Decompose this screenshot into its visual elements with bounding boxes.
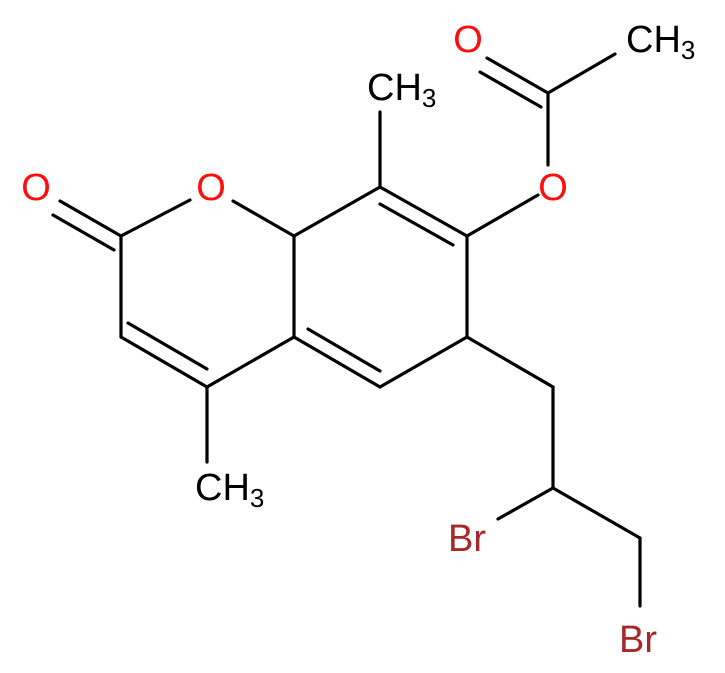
bond-acetyl-c-ch3 xyxy=(546,52,617,95)
bond-chbr-br xyxy=(496,486,555,521)
bromine-label-2: Br xyxy=(448,518,486,560)
bond-c6-ch2 xyxy=(465,335,555,389)
c4-methyl-label: CH3 xyxy=(195,467,264,513)
bond-c3-c4-a xyxy=(119,335,209,389)
ester-oxygen-label: O xyxy=(538,167,568,209)
bond-acetyl-co-double-a xyxy=(485,56,550,95)
bond-o1-c2 xyxy=(119,198,192,238)
bond-c6-c5 xyxy=(378,335,469,389)
bond-c3-c4-b xyxy=(126,321,209,371)
bond-c2-o-double-a xyxy=(58,199,123,238)
bond-chbr-ch2br xyxy=(551,486,642,540)
atom-labels: O CH3 CH3 O O O CH3 Br Br xyxy=(21,19,695,661)
bond-acetyl-co-double-b xyxy=(478,70,543,109)
lactone-carbonyl-oxygen-label: O xyxy=(21,167,51,209)
bromine-label-3: Br xyxy=(619,619,657,661)
acetyl-methyl-ch: CH xyxy=(626,19,681,61)
bonds xyxy=(51,52,642,608)
bond-c8a-c8 xyxy=(292,185,382,238)
c8-methyl-label: CH3 xyxy=(367,67,436,113)
c8-methyl-subscript: 3 xyxy=(422,83,436,113)
ring-oxygen-label: O xyxy=(196,167,226,209)
bond-c8a-o1 xyxy=(231,199,296,238)
bond-c8-c7-a xyxy=(378,185,469,238)
acetyl-oxo-oxygen-label: O xyxy=(453,19,483,61)
c4-methyl-ch: CH xyxy=(195,467,250,509)
bond-c5-c4a-b xyxy=(306,327,382,373)
bond-c2-o-double-b xyxy=(51,213,116,252)
c4-methyl-subscript: 3 xyxy=(250,483,264,513)
c8-methyl-ch: CH xyxy=(367,67,422,109)
bond-ester-o-c7 xyxy=(465,193,540,238)
acetyl-methyl-subscript: 3 xyxy=(681,35,695,65)
bond-c5-c4a-a xyxy=(292,335,382,389)
acetyl-methyl-label: CH3 xyxy=(626,19,695,65)
bond-c8-c7-b xyxy=(378,202,455,247)
bond-c4-c4a xyxy=(205,335,296,389)
